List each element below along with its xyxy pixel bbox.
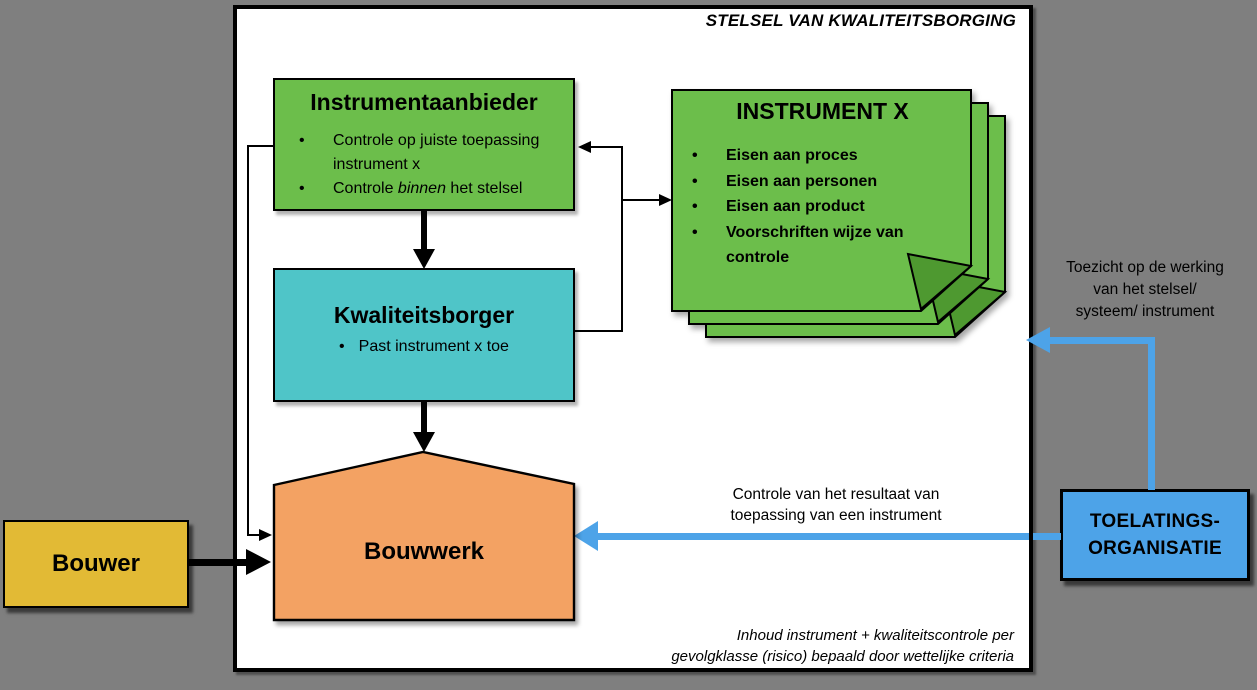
instrumentaanbieder-title: Instrumentaanbieder — [310, 89, 538, 115]
list-item: • Eisen aan proces — [692, 143, 962, 169]
arrowhead-down-icon — [413, 432, 435, 452]
arrowhead-down-icon — [413, 249, 435, 269]
instrumentaanbieder-bullets: • Controle op juiste toepassing instrume… — [275, 129, 573, 201]
panel-title: STELSEL VAN KWALITEITSBORGING — [705, 11, 1016, 30]
feedback-line-bottom — [247, 534, 261, 536]
kwaliteitsborger-box: Kwaliteitsborger • Past instrument x toe — [273, 268, 575, 402]
instrument-x-bullets: • Eisen aan proces • Eisen aan personen … — [692, 143, 962, 271]
arrowhead-right-icon — [246, 549, 271, 575]
toelatingsorganisatie-title-line2: ORGANISATIE — [1088, 538, 1222, 559]
folded-corner-icon — [906, 252, 974, 311]
bullet-icon: • — [692, 223, 698, 241]
annotation-footnote: Inhoud instrument + kwaliteitscontrole p… — [671, 627, 1014, 665]
annotation-controle-resultaat: Controle van het resultaat van toepassin… — [730, 486, 942, 524]
connector-line-to-instrument-x — [621, 199, 660, 201]
instrument-x-title: INSTRUMENT X — [736, 98, 909, 124]
arrow-toelating-to-stelsel-vertical — [1148, 338, 1155, 490]
arrowhead-left-icon — [578, 141, 591, 153]
document-stack-shape — [671, 89, 1008, 338]
bullet-icon: • — [299, 180, 305, 197]
bullet-icon: • — [692, 198, 698, 215]
connector-line-vertical — [621, 146, 623, 331]
house-shape — [272, 450, 576, 622]
arrow-toelating-to-stelsel-horizontal — [1046, 337, 1155, 344]
arrow-toelating-to-bouwwerk-outer — [1033, 533, 1061, 540]
list-item: • Controle binnen het stelsel — [275, 177, 573, 201]
bullet-icon: • — [692, 147, 698, 164]
arrow-kwaliteitsborger-to-bouwwerk — [421, 402, 427, 434]
toelatingsorganisatie-box: TOELATINGS- ORGANISATIE — [1060, 489, 1250, 581]
arrowhead-left-icon — [574, 521, 598, 551]
instrumentaanbieder-box: Instrumentaanbieder • Controle op juiste… — [273, 78, 575, 211]
arrowhead-right-icon — [659, 194, 672, 206]
arrow-instrumentaanbieder-to-kwaliteitsborger — [421, 211, 427, 251]
bullet-icon: • — [339, 338, 345, 355]
bouwer-box: Bouwer — [3, 520, 189, 608]
bouwer-title: Bouwer — [51, 550, 140, 577]
bullet-icon: • — [692, 172, 698, 190]
feedback-line-vertical — [247, 145, 249, 535]
list-item: • Past instrument x toe — [339, 338, 509, 355]
instrument-x-stack — [671, 88, 1011, 350]
arrow-toelating-to-bouwwerk-inner — [596, 533, 1029, 540]
connector-line-to-instrumentaanbieder — [590, 146, 623, 148]
bullet-icon: • — [299, 132, 305, 149]
feedback-line-top — [247, 145, 273, 147]
bouwwerk-house — [271, 449, 577, 623]
arrowhead-left-icon — [1026, 327, 1050, 353]
arrow-bouwer-to-bouwwerk — [188, 559, 248, 566]
annotation-toezicht: Toezicht op de werking van het stelsel/ … — [1066, 259, 1224, 320]
connector-line-from-kwaliteitsborger — [575, 330, 623, 332]
arrowhead-right-icon — [259, 529, 272, 541]
list-item: • Eisen aan personen — [692, 169, 962, 195]
kwaliteitsborger-title: Kwaliteitsborger — [333, 302, 515, 328]
list-item: • Controle op juiste toepassing instrume… — [275, 129, 573, 177]
bouwwerk-title: Bouwwerk — [363, 538, 485, 565]
list-item: • Eisen aan product — [692, 194, 962, 220]
toelatingsorganisatie-title-line1: TOELATINGS- — [1089, 511, 1221, 532]
list-item: • Voorschriften wijze van controle — [692, 220, 962, 271]
